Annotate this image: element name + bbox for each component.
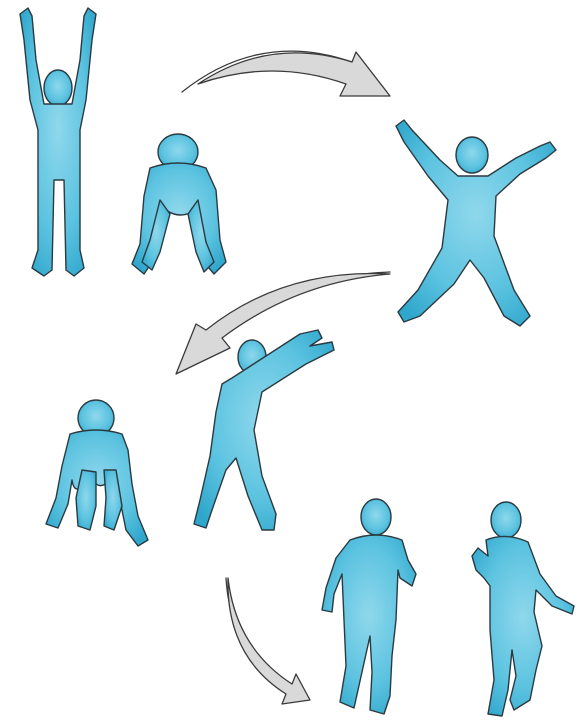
arrow-to-star-jump bbox=[182, 51, 390, 96]
figure-crouch bbox=[46, 400, 148, 546]
figure-squat bbox=[132, 134, 226, 274]
figure-side-stretch bbox=[194, 330, 334, 530]
figure-walking-front bbox=[322, 499, 416, 714]
figure-star-jump bbox=[396, 120, 556, 326]
figure-arms-raised bbox=[20, 8, 96, 276]
figure-walking-side bbox=[472, 502, 574, 716]
arrow-to-walking bbox=[226, 578, 310, 704]
